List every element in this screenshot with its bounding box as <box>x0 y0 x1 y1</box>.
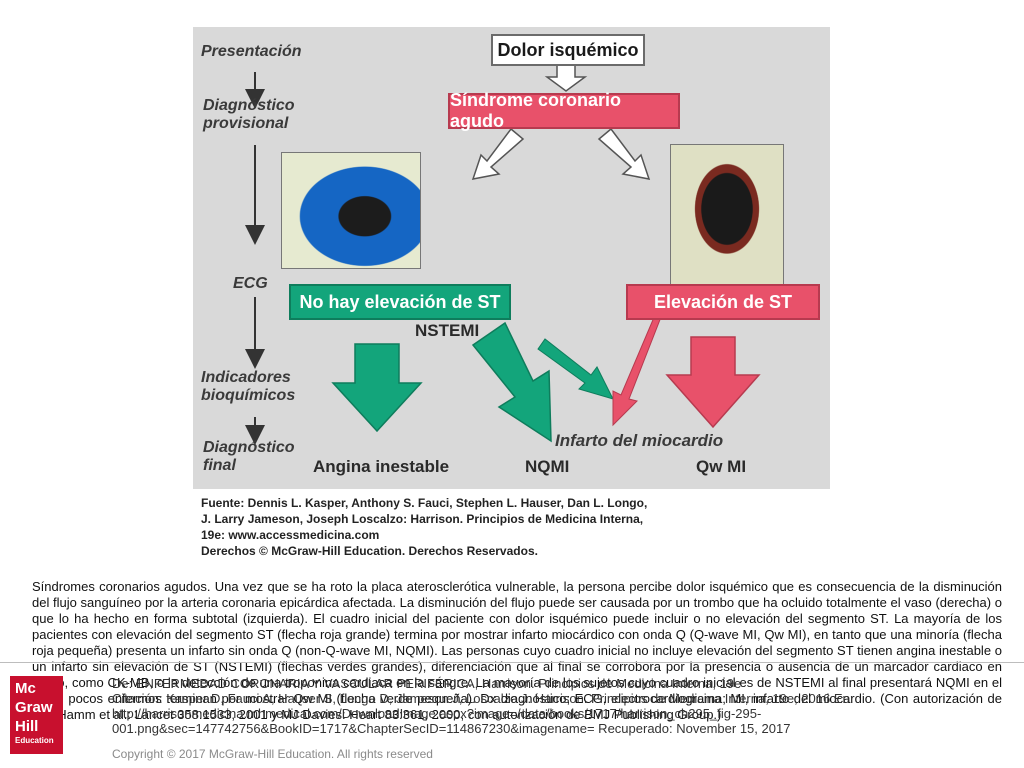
source-line: Fuente: Dennis L. Kasper, Anthony S. Fau… <box>201 496 648 510</box>
logo-line: Hill <box>15 718 39 735</box>
outcome-nqmi: NQMI <box>525 457 570 476</box>
logo-line: Mc <box>15 680 36 697</box>
source-line: 19e: www.accessmedicina.com <box>201 528 380 542</box>
mcgraw-hill-logo: Mc Graw Hill Education <box>10 676 63 754</box>
outcome-qwmi: Qw MI <box>696 457 747 476</box>
infarto-label: Infarto del miocardio <box>555 431 724 450</box>
box-dolor-isquemico: Dolor isquémico <box>491 34 645 66</box>
citation: De: ENFERMEDAD CORONARIA Y VASCULAR PERI… <box>112 676 1012 736</box>
diagram-graphics <box>245 64 761 445</box>
arrow-acs-right <box>597 127 651 180</box>
copyright: Copyright © 2017 McGraw-Hill Education. … <box>112 747 433 761</box>
citation-link[interactable]: http://harrisonmedicina.mhmedical.com/Do… <box>112 706 762 721</box>
box-sindrome-coronario: Síndrome coronario agudo <box>448 90 680 131</box>
source-line: Derechos © McGraw-Hill Education. Derech… <box>201 544 538 558</box>
outcome-angina: Angina inestable <box>313 457 450 476</box>
figure-source: Fuente: Dennis L. Kasper, Anthony S. Fau… <box>193 489 830 564</box>
figure-caption: Síndromes coronarios agudos. Una vez que… <box>32 579 1002 722</box>
green-arrow-nqmi <box>471 321 552 443</box>
stage-indicadores: Indicadores bioquímicos <box>201 369 296 404</box>
logo-line: Graw <box>15 699 53 716</box>
photo-subtotal-occlusion <box>281 152 421 269</box>
citation-line: 001.png&sec=147742756&BookID=1717&Chapte… <box>112 721 791 736</box>
stage-diagnostico-final: Diagnóstico final <box>203 439 295 474</box>
box-elevacion-st: Elevación de ST <box>626 284 820 320</box>
stage-ecg: ECG <box>233 275 268 292</box>
red-arrow-qwmi <box>665 336 761 429</box>
footer-divider <box>0 662 1024 663</box>
citation-line: Citación: Kasper D, Fauci A, Hauser S, L… <box>112 691 854 706</box>
stage-diagnostico-provisional: Diagnóstico provisional <box>203 97 295 132</box>
citation-line: De: ENFERMEDAD CORONARIA Y VASCULAR PERI… <box>112 676 742 691</box>
red-arrow-small <box>612 314 662 427</box>
box-no-elevacion-st: No hay elevación de ST <box>289 284 511 320</box>
source-line: J. Larry Jameson, Joseph Loscalzo: Harri… <box>201 512 644 526</box>
green-arrow-small <box>537 338 614 400</box>
acs-diagram: Presentación Diagnóstico provisional ECG… <box>193 27 830 564</box>
arrow-dolor-to-acs <box>544 64 588 92</box>
logo-sub: Education <box>15 736 54 745</box>
stage-presentacion: Presentación <box>201 43 302 60</box>
green-arrow-angina <box>331 343 423 433</box>
nstemi-label: NSTEMI <box>415 321 480 340</box>
arrow-acs-left <box>471 127 525 180</box>
photo-total-occlusion <box>670 144 784 288</box>
